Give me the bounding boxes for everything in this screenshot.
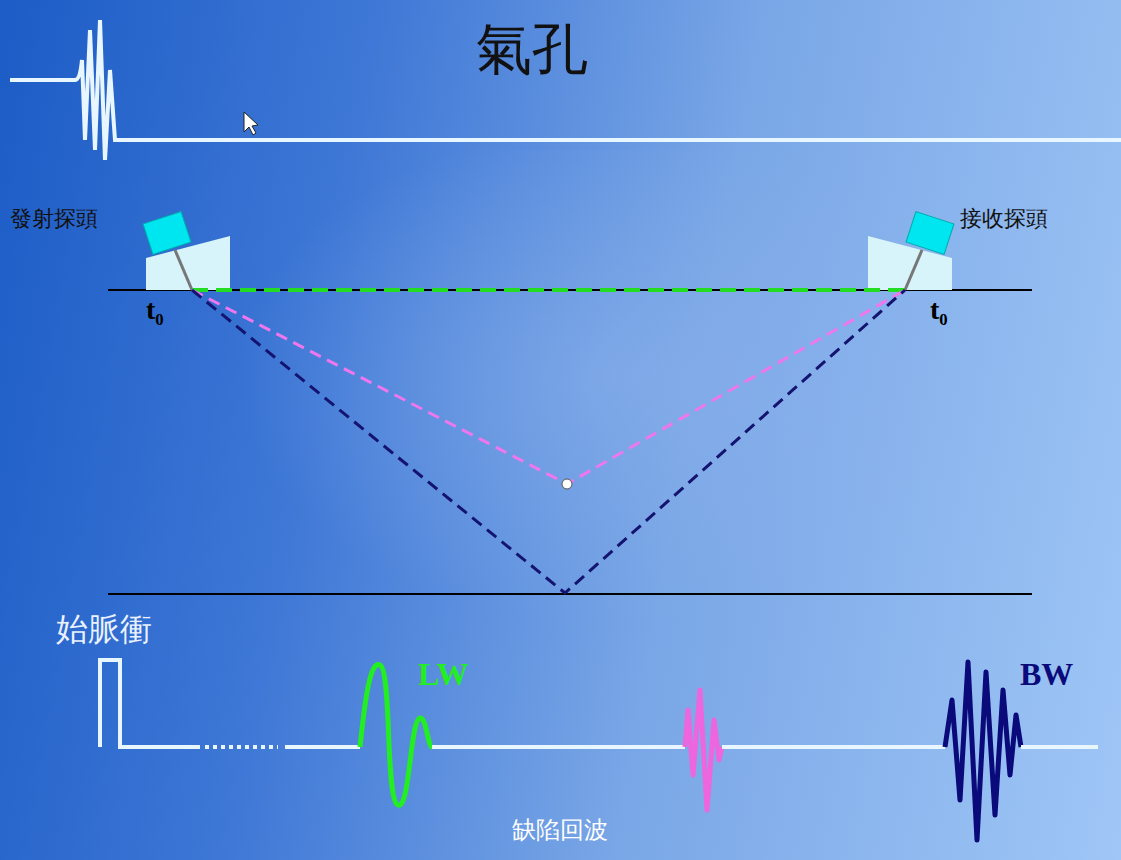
signal-label: LW	[418, 656, 468, 693]
probe-label: 發射探頭	[10, 204, 98, 234]
title: 氣孔	[476, 12, 588, 88]
lateral-wave-path	[192, 288, 905, 292]
transmit-beam	[175, 250, 192, 290]
background-glow	[200, 150, 950, 650]
probe-label: 接收探頭	[960, 204, 1048, 234]
pore	[562, 479, 572, 489]
mouse-cursor	[244, 112, 258, 135]
defect-path	[192, 290, 905, 484]
signal-label: 始脈衝	[56, 608, 152, 652]
baseline	[285, 745, 360, 749]
back-surface	[108, 593, 1032, 595]
backwall-signal	[945, 662, 1021, 840]
defect-echo-signal	[685, 690, 722, 810]
signal-label: BW	[1020, 656, 1073, 693]
top-surface	[108, 289, 1032, 291]
receive-beam	[905, 250, 922, 290]
baseline	[722, 745, 945, 749]
baseline	[432, 745, 685, 749]
time-label: t₀	[930, 294, 948, 326]
baseline	[1021, 745, 1098, 749]
receive-crystal	[906, 212, 954, 255]
transmit-crystal	[143, 212, 191, 255]
time-label: t₀	[146, 294, 164, 326]
caption-label: 缺陷回波	[512, 814, 608, 846]
backwall-path	[192, 290, 905, 593]
initial-pulse	[100, 660, 200, 747]
time-gap	[205, 745, 278, 749]
